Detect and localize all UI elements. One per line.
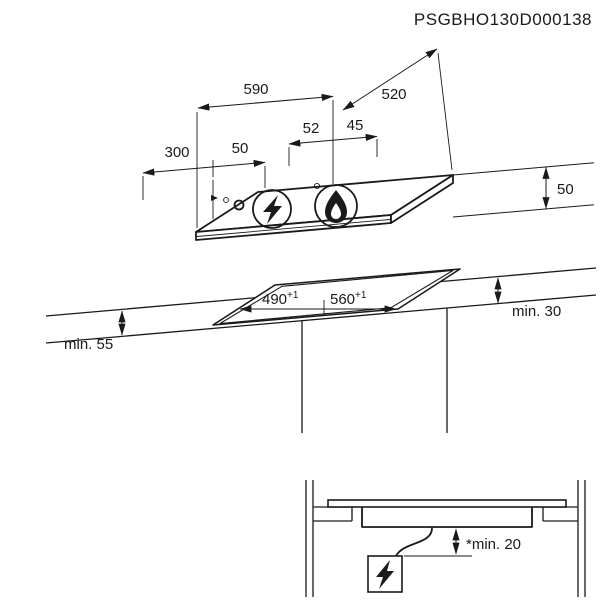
dim-line-52-45 <box>288 133 378 147</box>
hob-dimensions: 590 520 52 45 300 50 50 <box>142 48 595 228</box>
dim-ext-520 <box>437 52 453 171</box>
electric-warning-lightning-icon <box>376 560 394 589</box>
lightning-bolt-icon <box>263 195 282 224</box>
right-burner-ring <box>314 184 358 228</box>
marker-chevron-icon <box>211 195 218 201</box>
dim-label-min-55: min. 55 <box>64 336 113 353</box>
height-ref-line-top <box>452 162 595 176</box>
dim-label-min-30: min. 30 <box>512 303 561 320</box>
dim-label-height-50: 50 <box>557 181 574 198</box>
ignition-dot-icon <box>233 199 245 211</box>
cutout-outline-inner <box>219 269 454 325</box>
section-detail-view: *min. 20 <box>305 480 586 597</box>
dim-label-520: 520 <box>381 86 406 103</box>
hob-right-face <box>390 174 454 224</box>
dim-line-590 <box>197 93 334 111</box>
worktop-cutout-view: 490+1 560+1 min. 55 min. 30 <box>45 267 597 433</box>
dim-label-300: 300 <box>164 144 189 161</box>
hob-isometric-view <box>195 174 454 241</box>
marker-dot-icon <box>223 197 229 203</box>
worktop-edge-line-bottom <box>45 294 597 344</box>
product-code: PSGBHO130D000138 <box>414 10 592 29</box>
height-ref-line-bottom <box>452 204 595 218</box>
dim-line-520 <box>342 48 438 111</box>
hob-front-trim-line <box>196 219 391 237</box>
dim-label-50-left: 50 <box>232 140 249 157</box>
hob-body-section <box>361 507 533 528</box>
dim-label-560: 560+1 <box>330 290 367 308</box>
pilot-dot-icon <box>313 182 321 190</box>
dim-label-45: 45 <box>347 117 364 134</box>
left-burner-ring <box>252 189 292 229</box>
dim-label-min-20: *min. 20 <box>466 536 521 553</box>
flame-icon-inner <box>331 203 341 219</box>
dim-label-52: 52 <box>303 120 320 137</box>
dim-label-490: 490+1 <box>262 290 299 308</box>
dim-label-590: 590 <box>243 81 268 98</box>
supply-cable <box>395 526 433 557</box>
dim-line-300-50 <box>142 159 266 176</box>
hob-glass-section <box>327 499 567 508</box>
